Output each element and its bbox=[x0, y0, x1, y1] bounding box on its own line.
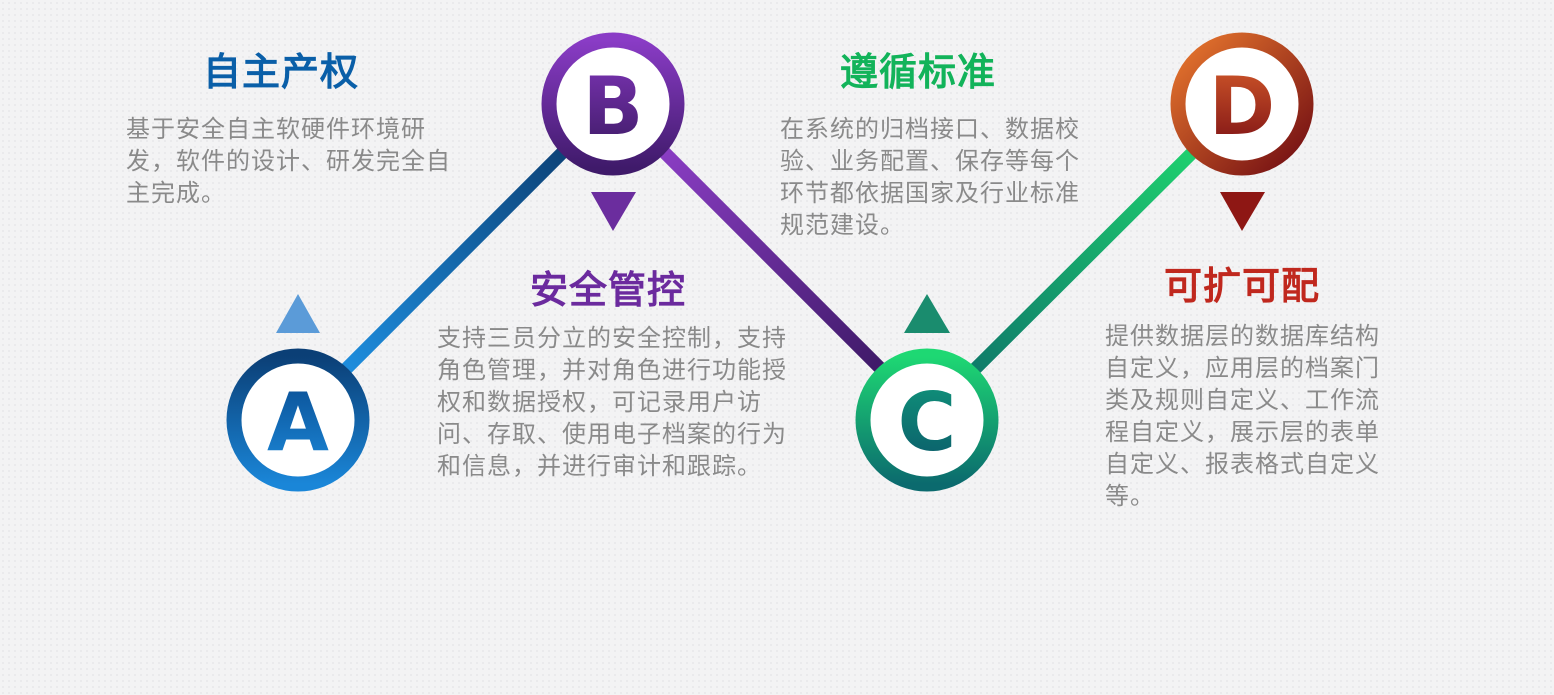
step-d-title: 可扩可配 bbox=[1164, 264, 1321, 308]
triangle-down-purple bbox=[591, 192, 636, 231]
node-a: A bbox=[226, 348, 370, 492]
step-c-title: 遵循标准 bbox=[840, 50, 997, 94]
node-b: B bbox=[541, 32, 685, 176]
node-d: D bbox=[1170, 32, 1314, 176]
connector-c-d bbox=[965, 133, 1212, 379]
step-c-text: 在系统的归档接口、数据校验、业务配置、保存等每个环节都依据国家及行业标准规范建设… bbox=[780, 115, 1080, 239]
node-c: C bbox=[855, 348, 999, 492]
triangle-up-green bbox=[904, 294, 950, 333]
node-b-letter: B bbox=[583, 60, 644, 153]
triangle-down-red bbox=[1220, 192, 1265, 231]
step-a-title: 自主产权 bbox=[203, 50, 360, 94]
step-a-text: 基于安全自主软硬件环境研发，软件的设计、研发完全自主完成。 bbox=[126, 115, 451, 207]
node-d-letter: D bbox=[1209, 60, 1275, 153]
node-a-letter: A bbox=[267, 376, 329, 469]
node-c-letter: C bbox=[898, 376, 957, 469]
step-b-text: 支持三员分立的安全控制，支持角色管理，并对角色进行功能授权和数据授权，可记录用户… bbox=[437, 324, 787, 480]
connector-a-b bbox=[333, 133, 582, 382]
triangle-up-blue bbox=[276, 294, 320, 333]
connector-b-c bbox=[645, 133, 892, 380]
step-b-title: 安全管控 bbox=[530, 268, 687, 312]
step-d-text: 提供数据层的数据库结构自定义，应用层的档案门类及规则自定义、工作流程自定义，展示… bbox=[1105, 322, 1380, 510]
